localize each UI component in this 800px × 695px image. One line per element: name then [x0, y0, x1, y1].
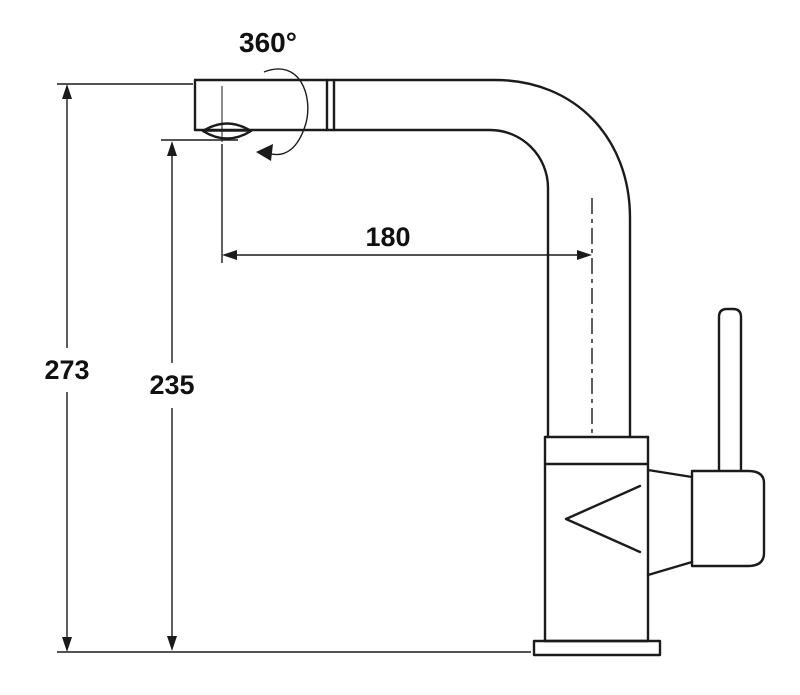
- faucet-handle-hub: [646, 468, 766, 577]
- faucet-spout: [193, 78, 632, 439]
- dimension-180: 180: [221, 144, 592, 263]
- label-total-height: 273: [44, 355, 89, 385]
- arrowhead-right: [577, 250, 592, 260]
- arrowhead-left: [222, 250, 237, 260]
- rotation-arrow-arc: [263, 68, 309, 156]
- rotation-arrowhead: [256, 144, 273, 161]
- label-rotation: 360°: [239, 27, 297, 58]
- arrowhead-down: [167, 636, 177, 651]
- faucet-lever: [717, 307, 743, 472]
- arrowhead-up: [167, 141, 177, 156]
- dimension-235: 235: [149, 139, 238, 651]
- arrowhead-down: [62, 637, 72, 652]
- dimension-273: 273: [44, 83, 531, 653]
- rotation-annotation: 360°: [239, 27, 309, 161]
- label-spout-height: 235: [149, 370, 194, 400]
- faucet-body: [532, 435, 662, 657]
- aerator: [201, 86, 253, 142]
- faucet-outline: [193, 78, 766, 657]
- arrowhead-up: [62, 84, 72, 99]
- label-spout-reach: 180: [365, 222, 410, 252]
